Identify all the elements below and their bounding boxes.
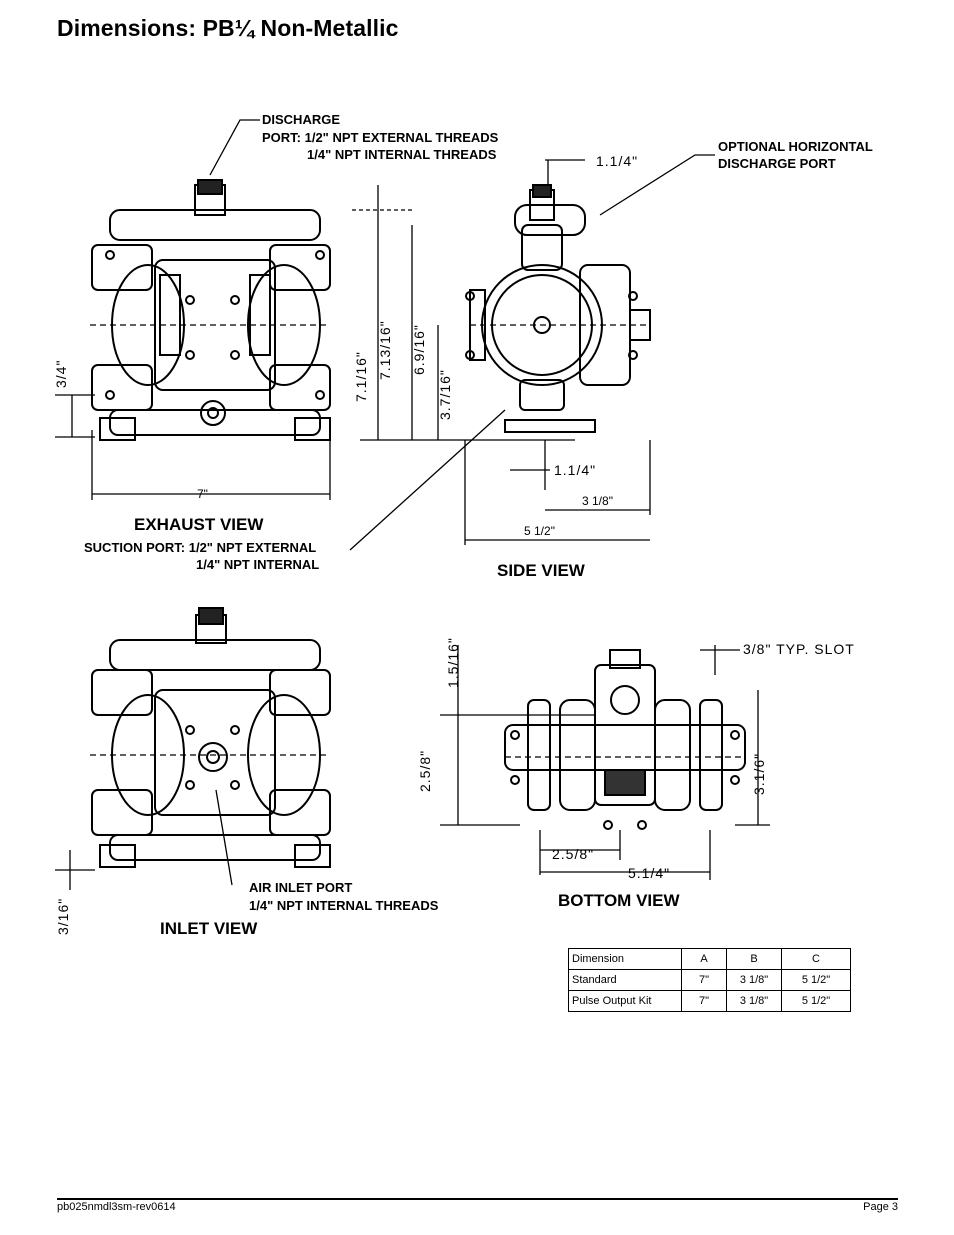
footer-page-number: Page 3 bbox=[863, 1201, 898, 1213]
exhaust-view-title: EXHAUST VIEW bbox=[134, 515, 264, 534]
bottom-view-title: BOTTOM VIEW bbox=[558, 891, 680, 910]
bottom-dim-h2: 5.1/4" bbox=[628, 865, 670, 881]
bottom-dim-v2: 2.5/8" bbox=[417, 750, 433, 792]
table-cell: Standard bbox=[568, 969, 682, 991]
side-dim-v4: 3.7/16" bbox=[437, 369, 453, 420]
side-dim-top: 1.1/4" bbox=[596, 153, 638, 169]
inlet-view-title: INLET VIEW bbox=[160, 919, 258, 938]
optional-label-line1: OPTIONAL HORIZONTAL bbox=[718, 139, 873, 154]
bottom-dim-slot: 3/8" TYP. SLOT bbox=[743, 641, 855, 657]
side-dim-5-1-2: 5 1/2" bbox=[524, 524, 555, 538]
side-dim-v3: 6.9/16" bbox=[411, 324, 427, 375]
exhaust-dim-width: 7" bbox=[197, 487, 208, 501]
side-dim-3-1-8: 3 1/8" bbox=[582, 494, 613, 508]
bottom-view-pump bbox=[504, 649, 746, 830]
table-header-cell: A bbox=[681, 948, 727, 970]
table-cell: 3 1/8" bbox=[726, 969, 782, 991]
table-row: Standard 7" 3 1/8" 5 1/2" bbox=[568, 969, 851, 991]
table-cell: 5 1/2" bbox=[781, 969, 851, 991]
side-view-pump bbox=[465, 184, 651, 433]
discharge-label-line1: DISCHARGE bbox=[262, 112, 340, 127]
air-inlet-label-line1: AIR INLET PORT bbox=[249, 880, 352, 895]
table-cell: 5 1/2" bbox=[781, 990, 851, 1012]
table-header-cell: Dimension bbox=[568, 948, 682, 970]
table-header-row: Dimension A B C bbox=[568, 948, 851, 970]
dimension-table: Dimension A B C Standard 7" 3 1/8" 5 1/2… bbox=[568, 948, 851, 1012]
table-cell: 7" bbox=[681, 990, 727, 1012]
bottom-dim-h1: 2.5/8" bbox=[552, 846, 594, 862]
suction-label-line2: 1/4" NPT INTERNAL bbox=[196, 557, 319, 572]
table-cell: 3 1/8" bbox=[726, 990, 782, 1012]
inlet-view-pump bbox=[91, 607, 331, 868]
page-title: Dimensions: PB¼ Non-Metallic bbox=[57, 15, 399, 41]
footer-document-code: pb025nmdl3sm-rev0614 bbox=[57, 1201, 176, 1213]
table-cell: Pulse Output Kit bbox=[568, 990, 682, 1012]
optional-label-line2: DISCHARGE PORT bbox=[718, 156, 836, 171]
exhaust-dim-left: 3/4" bbox=[53, 360, 69, 388]
side-dim-v1: 7.1/16" bbox=[353, 351, 369, 402]
side-dim-bottom: 1.1/4" bbox=[554, 462, 596, 478]
suction-label-line1: SUCTION PORT: 1/2" NPT EXTERNAL bbox=[84, 540, 316, 555]
footer-divider bbox=[57, 1198, 898, 1200]
exhaust-view-pump bbox=[91, 179, 331, 441]
bottom-dim-v1: 1.5/16" bbox=[445, 637, 461, 688]
inlet-dim-left: 3/16" bbox=[55, 898, 71, 935]
bottom-dim-v3: 3.1/6" bbox=[751, 753, 767, 795]
air-inlet-label-line2: 1/4" NPT INTERNAL THREADS bbox=[249, 898, 439, 913]
discharge-label-line3: 1/4" NPT INTERNAL THREADS bbox=[307, 147, 497, 162]
table-row: Pulse Output Kit 7" 3 1/8" 5 1/2" bbox=[568, 990, 851, 1012]
side-view-title: SIDE VIEW bbox=[497, 561, 586, 580]
table-cell: 7" bbox=[681, 969, 727, 991]
side-dim-v2: 7.13/16" bbox=[377, 320, 393, 380]
table-header-cell: B bbox=[726, 948, 782, 970]
table-header-cell: C bbox=[781, 948, 851, 970]
discharge-label-line2: PORT: 1/2" NPT EXTERNAL THREADS bbox=[262, 130, 499, 145]
